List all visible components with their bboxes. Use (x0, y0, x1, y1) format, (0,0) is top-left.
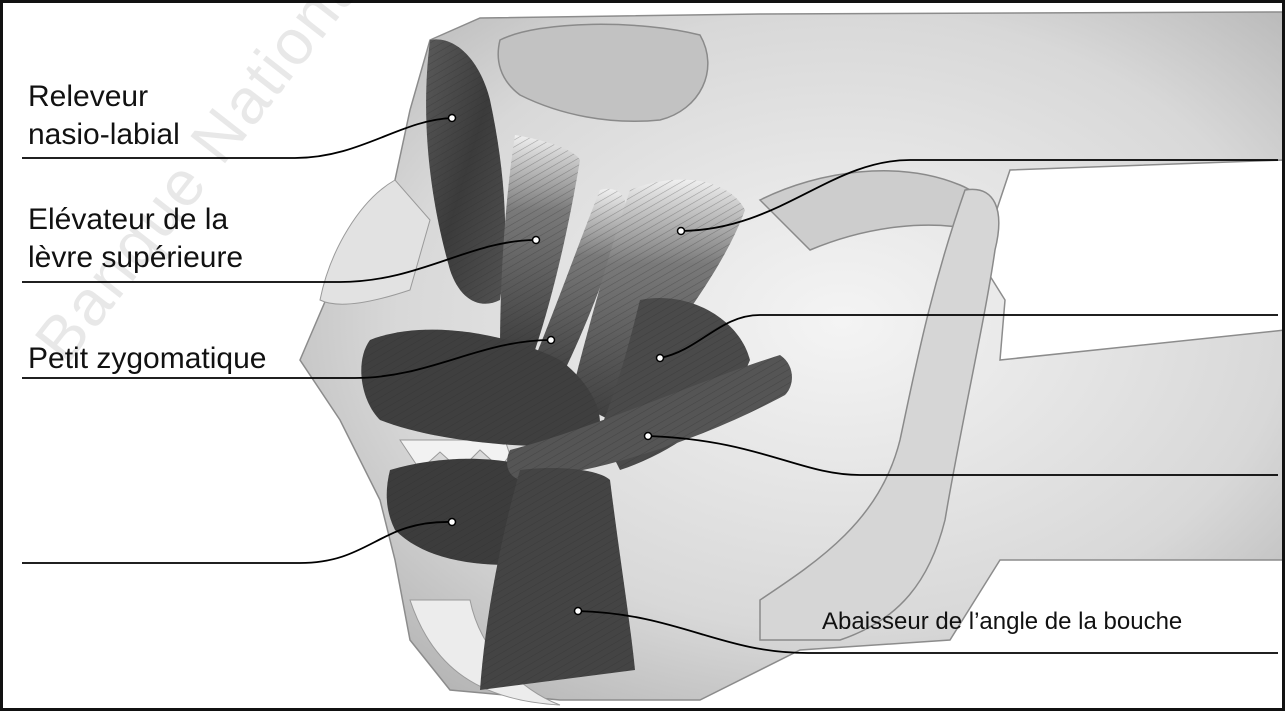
label-elevateur-levre-superieure: Elévateur de la lèvre supérieure (28, 201, 243, 277)
label-line: Releveur (28, 78, 180, 116)
label-line: lèvre supérieure (28, 239, 243, 277)
label-abaisseur-angle-bouche: Abaisseur de l’angle de la bouche (822, 608, 1182, 636)
label-releveur-nasio-labial: Releveur nasio-labial (28, 78, 180, 154)
label-petit-zygomatique: Petit zygomatique (28, 340, 266, 378)
label-line: nasio-labial (28, 116, 180, 154)
label-line: Elévateur de la (28, 201, 243, 239)
